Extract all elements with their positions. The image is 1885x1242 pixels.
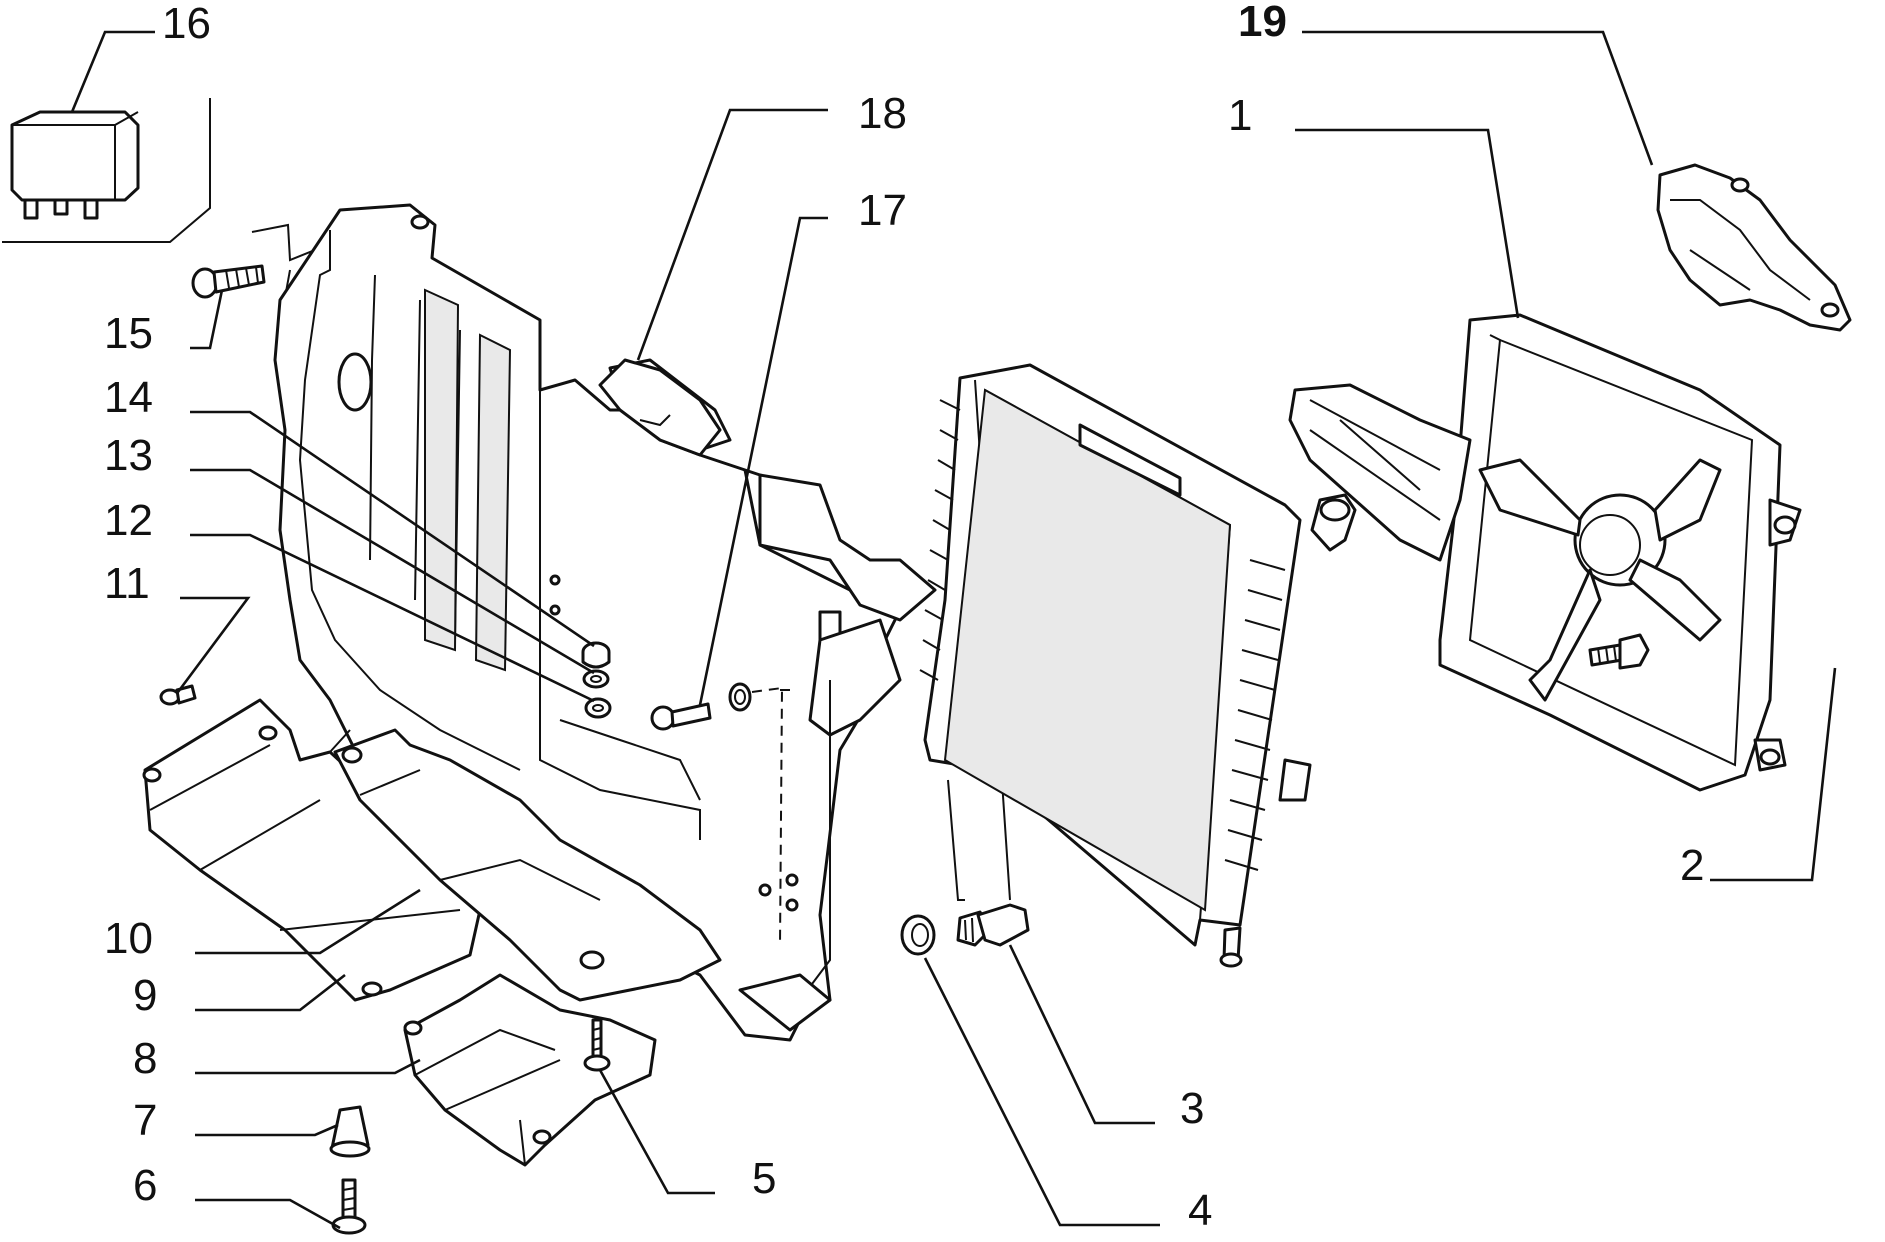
nut-washer-set [581, 641, 612, 719]
bolt-part-17 [650, 682, 790, 946]
callout-11: 11 [104, 559, 150, 608]
deflector-part-10 [333, 728, 722, 1002]
callout-1: 1 [1228, 91, 1252, 140]
callout-14: 14 [104, 373, 153, 422]
callout-2: 2 [1680, 841, 1704, 890]
relay-part [2, 98, 211, 243]
callout-10: 10 [104, 914, 153, 963]
oring-part-4 [900, 914, 936, 956]
bolt-part-15 [191, 214, 421, 326]
callout-8: 8 [133, 1034, 157, 1083]
bracket-part-18 [598, 358, 722, 457]
callout-18: 18 [858, 89, 907, 138]
screw-part-11 [159, 684, 197, 706]
callout-4: 4 [1188, 1186, 1212, 1235]
screw-part-5 [583, 1018, 611, 1072]
radiator-core [919, 363, 1357, 968]
callout-3: 3 [1180, 1084, 1204, 1133]
leader-lines [70, 30, 1837, 1230]
temp-switch-part-3 [956, 903, 1030, 947]
callout-13: 13 [104, 431, 153, 480]
bush-part-7 [329, 1105, 371, 1158]
callout-16: 16 [162, 0, 211, 48]
tray-part-8 [403, 973, 657, 1167]
bolt-part-2 [1588, 633, 1650, 670]
callout-12: 12 [104, 496, 153, 545]
deflector-part-9 [142, 698, 482, 1002]
callout-17: 17 [858, 186, 907, 235]
callout-7: 7 [133, 1096, 157, 1145]
callout-5: 5 [752, 1154, 776, 1203]
callout-15: 15 [104, 309, 153, 358]
callout-9: 9 [133, 971, 157, 1020]
fan-cover-part-19 [1656, 163, 1852, 332]
bolt-part-6 [331, 1178, 367, 1235]
callout-6: 6 [133, 1161, 157, 1210]
fan-assembly-part-1 [1288, 313, 1802, 792]
callout-19: 19 [1238, 0, 1287, 46]
callout-labels: 1 2 3 4 5 6 7 8 9 10 11 12 13 14 15 16 1… [104, 0, 1704, 1235]
